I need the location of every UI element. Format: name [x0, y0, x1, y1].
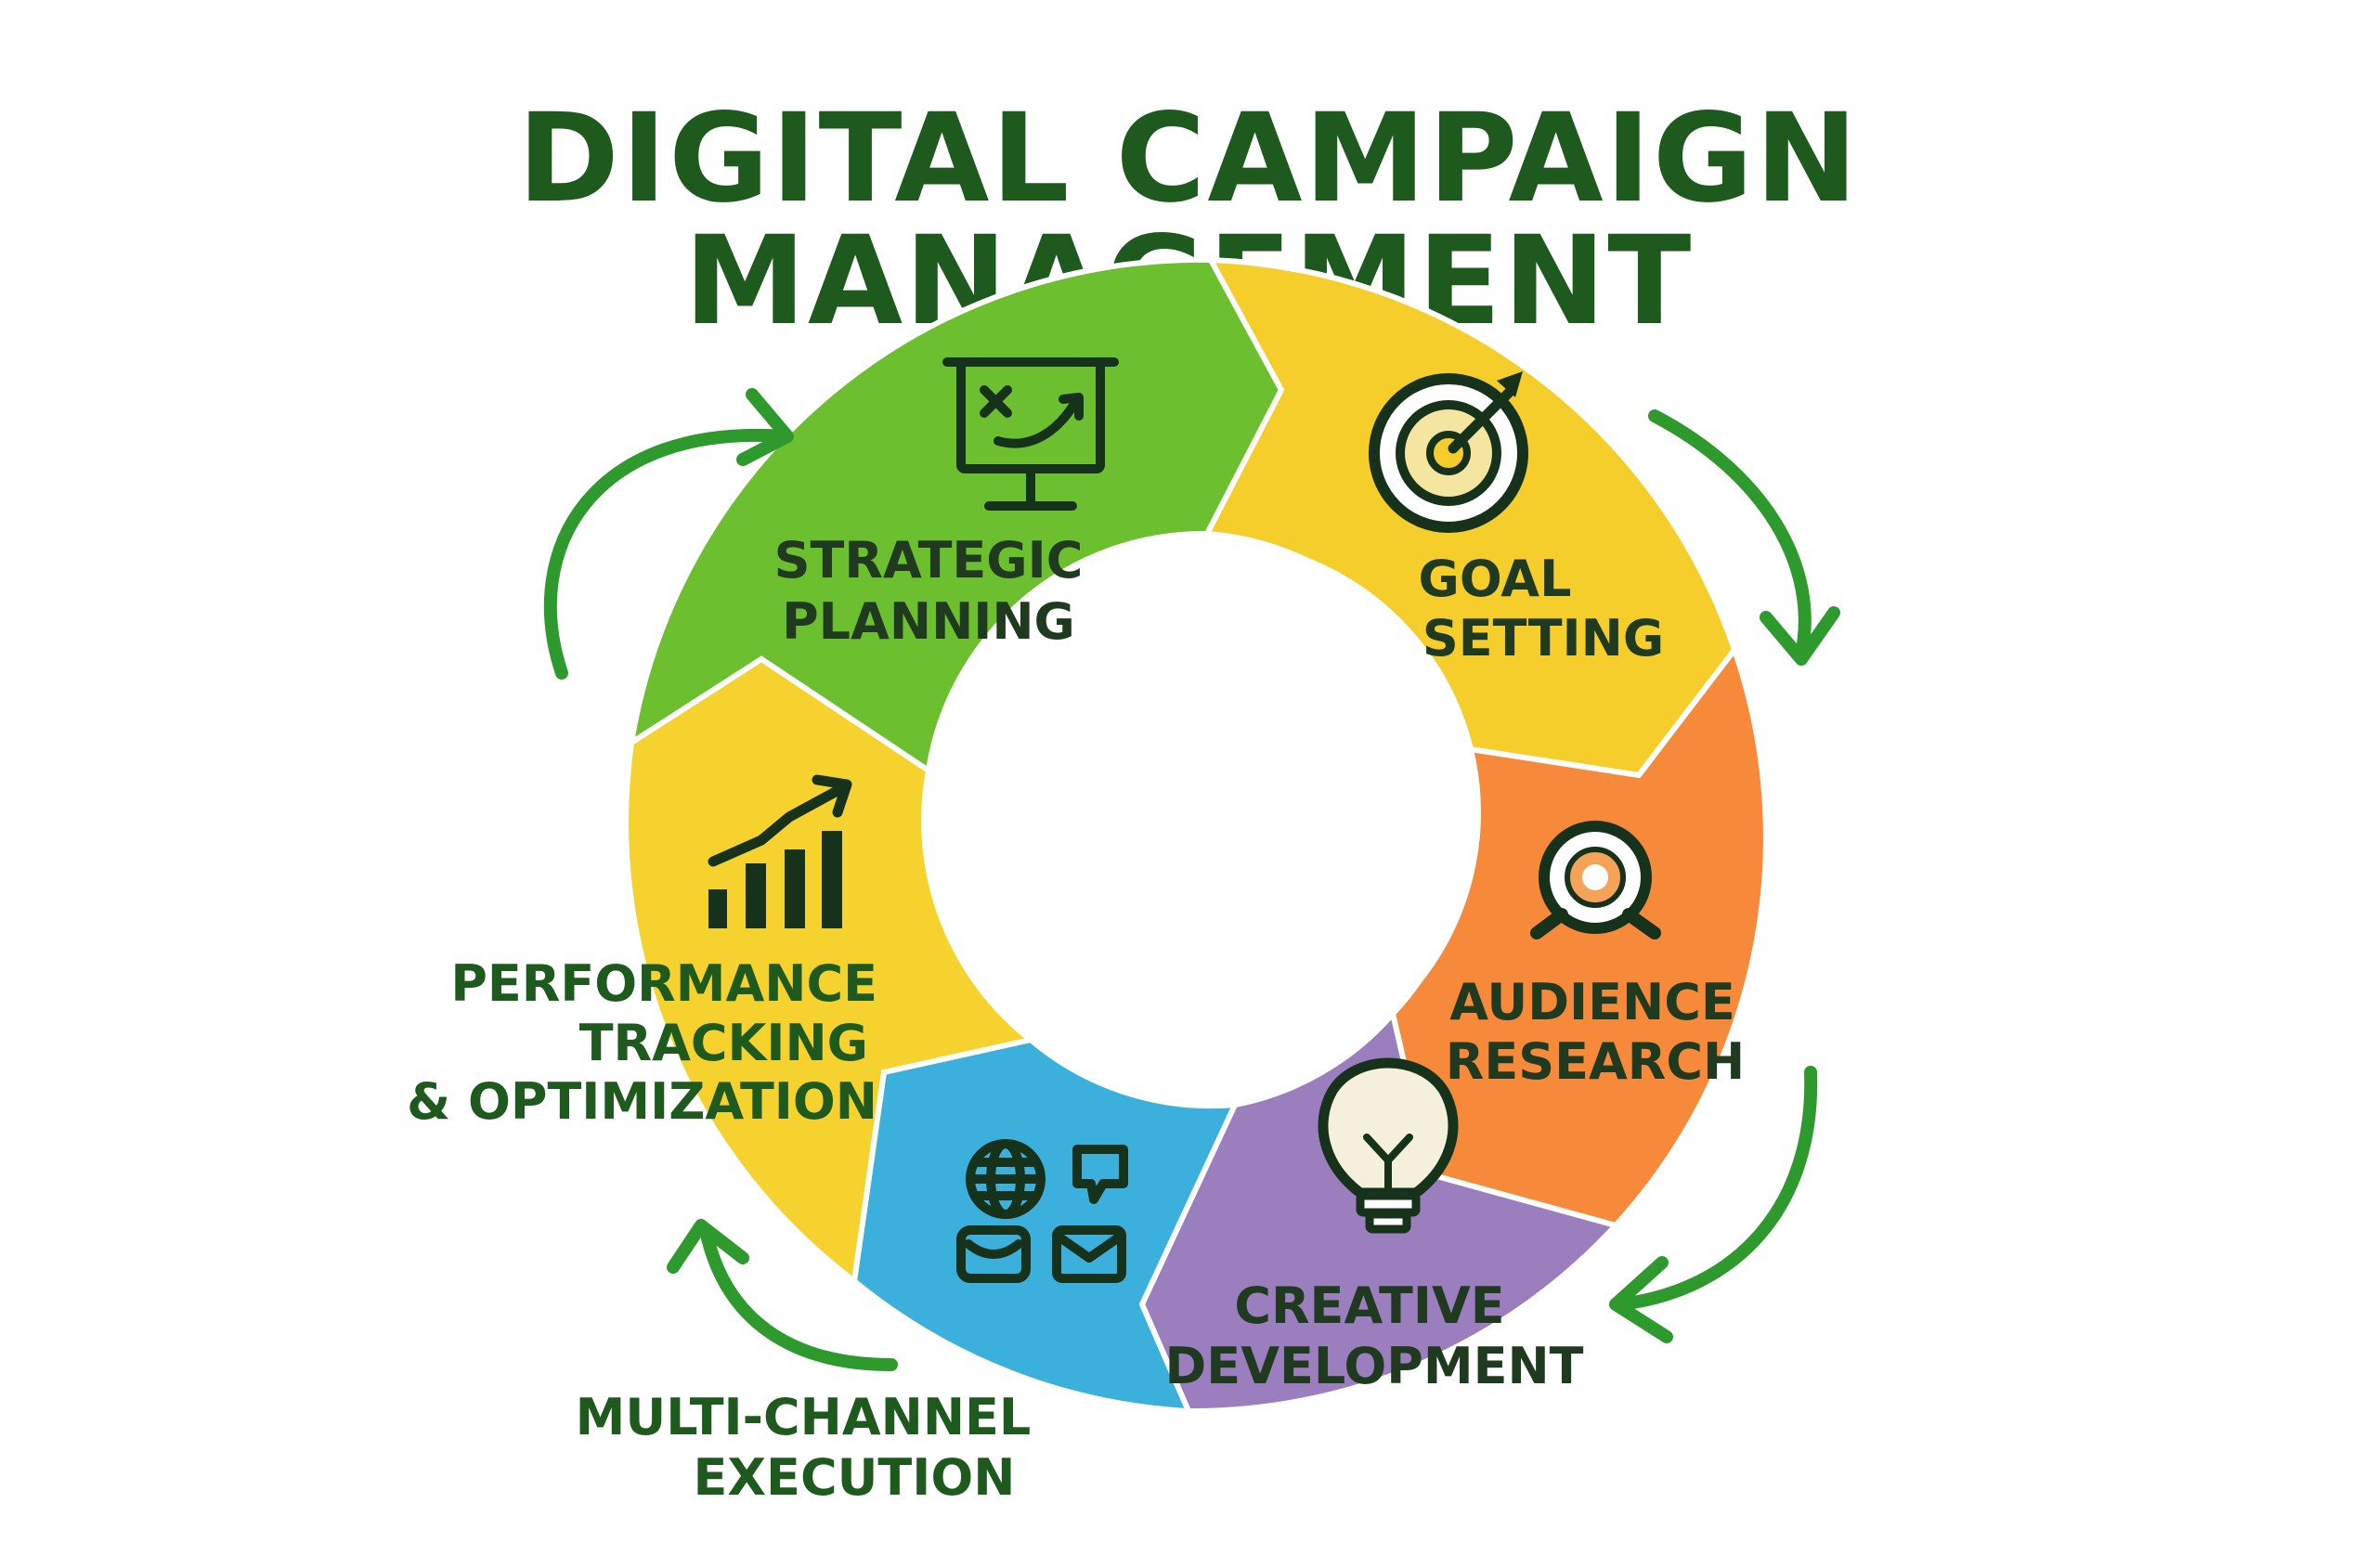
arrow-bottom-left: [667, 1219, 898, 1371]
svg-text:GOAL: GOAL: [1419, 550, 1572, 608]
growth-chart-icon: [708, 774, 852, 928]
target-dart-icon: [1369, 371, 1528, 533]
svg-text:TRACKING: TRACKING: [579, 1014, 868, 1072]
center-hole: [933, 538, 1481, 1086]
svg-text:AUDIENCE: AUDIENCE: [1449, 973, 1735, 1031]
svg-text:DEVELOPMENT: DEVELOPMENT: [1164, 1337, 1583, 1395]
arrow-top-left: [543, 388, 794, 680]
svg-text:CREATIVE: CREATIVE: [1234, 1276, 1504, 1335]
label-performance-tracking: PERFORMANCE TRACKING & OPTIMIZATION: [407, 954, 877, 1131]
svg-text:MULTI-CHANNEL: MULTI-CHANNEL: [576, 1388, 1032, 1446]
strategy-board-icon: [942, 357, 1119, 511]
svg-text:& OPTIMIZATION: & OPTIMIZATION: [407, 1072, 877, 1131]
svg-text:EXECUTION: EXECUTION: [694, 1448, 1016, 1507]
segment-strategic-planning[interactable]: [627, 256, 1285, 776]
label-goal-setting: GOAL SETTING: [1419, 550, 1665, 667]
label-audience-research: AUDIENCE RESEARCH: [1446, 973, 1745, 1091]
label-multi-channel-execution: MULTI-CHANNEL EXECUTION: [576, 1388, 1032, 1507]
svg-text:STRATEGIC: STRATEGIC: [774, 531, 1084, 590]
svg-text:PLANNING: PLANNING: [782, 592, 1075, 651]
svg-text:PERFORMANCE: PERFORMANCE: [450, 954, 877, 1013]
lightbulb-icon: [1318, 1057, 1459, 1234]
magnifier-icon: [1530, 821, 1661, 940]
arrow-bottom-right: [1609, 1066, 1818, 1343]
arrow-top-right: [1648, 409, 1840, 666]
segment-performance-tracking[interactable]: [623, 655, 1037, 1287]
svg-text:SETTING: SETTING: [1422, 609, 1664, 667]
cycle-arrows: [543, 388, 1840, 1371]
label-creative-development: CREATIVE DEVELOPMENT: [1164, 1276, 1583, 1395]
label-strategic-planning: STRATEGIC PLANNING: [774, 531, 1084, 651]
svg-text:RESEARCH: RESEARCH: [1446, 1032, 1745, 1091]
channels-icon: [956, 1139, 1128, 1283]
